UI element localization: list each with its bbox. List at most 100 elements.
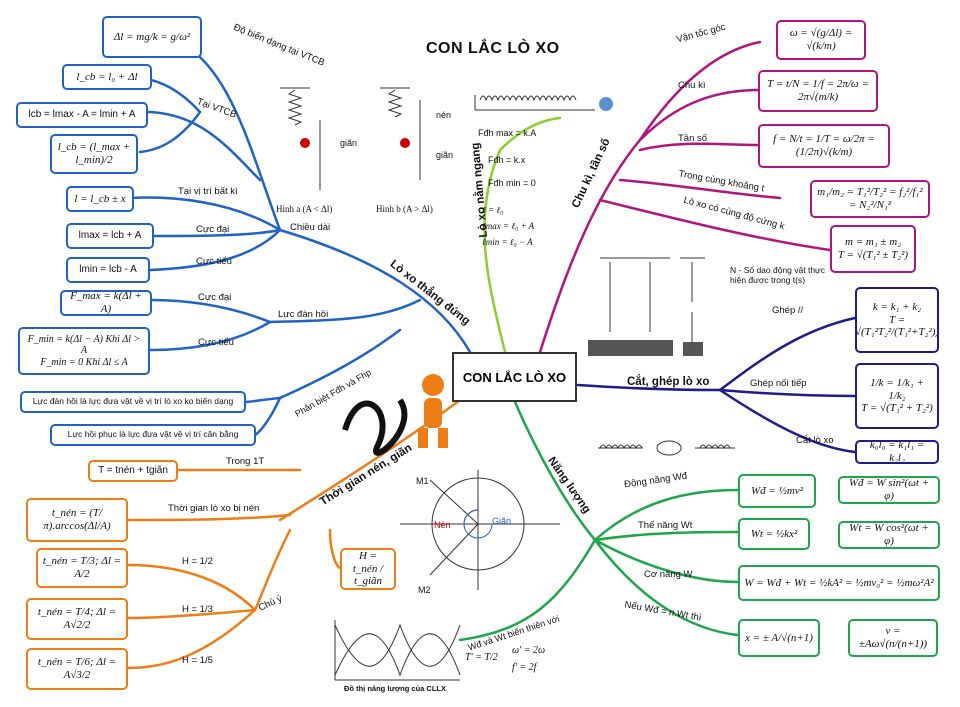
formula-fmin-line1: F_min = k(Δl − A) Khi Δl > A bbox=[27, 333, 141, 357]
formula-H: H = t_nén / t_giãn bbox=[340, 548, 396, 590]
label-cycle: Trong 1T bbox=[226, 456, 265, 467]
green-trunk bbox=[513, 400, 597, 542]
navy-trunk bbox=[576, 383, 722, 392]
note-N: N - Số dao động vật thực hiện được trong… bbox=[730, 265, 825, 285]
formula-same-t: m₁/m₂ = T₁²/T₂² = f₂²/f₁² = N₂²/N₁² bbox=[810, 180, 930, 218]
formula-series: 1/k = 1/k₁ + 1/k₂ T = √(T₁² + T₂²) bbox=[855, 363, 939, 429]
page-title: CON LẮC LÒ XO bbox=[426, 40, 560, 57]
formula-fmax: F_max = k(Δl + A) bbox=[60, 290, 152, 316]
formula-any: l = l_cb ± x bbox=[66, 186, 134, 212]
central-node: CON LẮC LÒ XO bbox=[452, 352, 577, 402]
formula-mech: W = Wđ + Wt = ½kA² = ½mv₀² = ½mω²A² bbox=[738, 565, 940, 601]
circle-m1: M1 bbox=[416, 476, 429, 486]
formula-f: f = N/t = 1/T = ω/2π = (1/2π)√(k/m) bbox=[758, 124, 890, 168]
formula-fmin-line2: F_min = 0 Khi Δl ≤ A bbox=[40, 356, 128, 368]
fig-a-caption: Hình a (A < Δl) bbox=[276, 204, 333, 214]
label-length: Chiều dài bbox=[290, 222, 331, 233]
formula-lmax: lmax = lcb + A bbox=[66, 223, 154, 249]
formula-var3: f' = 2f bbox=[512, 662, 537, 673]
orange-to-note bbox=[253, 528, 292, 612]
blue-to-fdh bbox=[243, 396, 282, 404]
blue-to-vtcb bbox=[138, 110, 262, 182]
circle-m2: M2 bbox=[418, 585, 431, 595]
label-parallel: Ghép // bbox=[772, 305, 804, 316]
formula-series-line2: T = √(T₁² + T₂²) bbox=[861, 402, 933, 415]
formula-h3: t_nén = T/6; Δl = A√3/2 bbox=[26, 648, 128, 690]
formula-deform: Δl = mg/k = g/ω² bbox=[102, 16, 202, 58]
navy-to-par bbox=[718, 316, 857, 392]
orange-to-comp bbox=[126, 513, 292, 522]
fig-a-gian: giãn bbox=[340, 138, 358, 148]
navy-to-ser bbox=[718, 388, 857, 398]
graph-title: Đồ thị năng lượng của CLLX bbox=[344, 684, 447, 693]
circle-gian: Giãn bbox=[492, 516, 512, 526]
label-fmax: Cực đại bbox=[198, 292, 232, 303]
label-comp: Thời gian lò xo bị nén bbox=[168, 503, 260, 514]
label-max: Cực đại bbox=[196, 224, 230, 235]
label-mech: Cơ năng W bbox=[644, 569, 693, 580]
fig-b-gian: giãn bbox=[436, 150, 454, 160]
magenta-to-T bbox=[638, 88, 762, 142]
horiz-f5: ℓmax = ℓ₀ + A bbox=[482, 221, 535, 231]
magenta-to-samek bbox=[598, 198, 832, 252]
label-elastic: Lực đàn hồi bbox=[278, 309, 329, 320]
formula-lcb3: l_cb = (l_max + l_min)/2 bbox=[50, 134, 138, 174]
horiz-f1: Fđh max = k.A bbox=[478, 128, 537, 138]
formula-same-k-line2: T = √(T₁² ± T₂²) bbox=[837, 249, 909, 261]
blue-to-length bbox=[148, 228, 282, 238]
blue-to-lmin bbox=[148, 228, 282, 272]
branch-label-cut: Cắt, ghép lò xo bbox=[627, 376, 710, 388]
orange-to-h2 bbox=[126, 608, 257, 620]
formula-same-k-line1: m = m₁ ± m₂ bbox=[845, 236, 901, 249]
magenta-trunk bbox=[538, 138, 642, 354]
label-T: Chu kì bbox=[678, 80, 706, 91]
formula-T: T = t/N = 1/f = 2π/ω = 2π√(m/k) bbox=[758, 70, 878, 112]
formula-pot2: Wt = W cos²(ωt + φ) bbox=[838, 521, 940, 549]
formula-same-k: m = m₁ ± m₂ T = √(T₁² ± T₂²) bbox=[830, 225, 916, 273]
label-pot: Thế năng Wt bbox=[638, 520, 693, 531]
horiz-f4: ℓ = ℓ₀ bbox=[482, 205, 504, 215]
formula-parallel: k = k₁ + k₂ T = √(T₁²T₂²/(T₁²+T₂²)) bbox=[855, 287, 939, 353]
magenta-to-f bbox=[638, 142, 762, 152]
green-to-kin bbox=[593, 488, 740, 542]
formula-parallel-line1: k = k₁ + k₂ bbox=[872, 301, 922, 314]
formula-h1: t_nén = T/3; Δl = A/2 bbox=[36, 548, 128, 588]
label-any: Tại vị trí bất kì bbox=[178, 186, 238, 197]
green-to-var bbox=[458, 538, 597, 642]
text-fhp: Lực hồi phục là lực đưa vật về vị trí câ… bbox=[50, 424, 256, 446]
formula-fmin: F_min = k(Δl − A) Khi Δl > A F_min = 0 K… bbox=[18, 327, 150, 375]
label-min: Cực tiểu bbox=[196, 256, 232, 267]
formula-omega: ω = √(g/Δl) = √(k/m) bbox=[776, 20, 866, 60]
horiz-f3: Fđh min = 0 bbox=[488, 178, 536, 188]
horiz-f2: Fđh = k.x bbox=[488, 155, 526, 165]
fig-b-caption: Hình b (A > Δl) bbox=[376, 204, 433, 214]
blue-to-lcb3 bbox=[138, 110, 202, 154]
fig-b-nen: nén bbox=[436, 110, 452, 120]
blue-to-fmax bbox=[148, 298, 272, 324]
label-h3: H = 1/5 bbox=[182, 655, 213, 666]
formula-lcb1: l_cb = l₀ + Δl bbox=[62, 64, 152, 90]
blue-trunk bbox=[278, 228, 472, 354]
label-f: Tần số bbox=[678, 133, 708, 144]
green-to-mech bbox=[593, 538, 740, 584]
label-fmin: Cực tiểu bbox=[198, 337, 234, 348]
formula-var1: T' = T/2 bbox=[465, 652, 498, 663]
orange-to-H bbox=[328, 528, 342, 570]
formula-lcb2: lcb = lmax - A = lmin + A bbox=[16, 102, 148, 128]
formula-var2: ω' = 2ω bbox=[512, 645, 546, 656]
label-h1: H = 1/2 bbox=[182, 556, 213, 567]
magenta-to-samet bbox=[618, 178, 782, 200]
circle-nen: Nén bbox=[434, 520, 451, 530]
blue-to-dist bbox=[278, 328, 402, 400]
lime-to-f1 bbox=[498, 116, 562, 152]
formula-kin: Wđ = ½mv² bbox=[738, 474, 816, 508]
blue-to-deform bbox=[168, 36, 282, 232]
formula-pot: Wt = ½kx² bbox=[738, 518, 810, 550]
horiz-f6: ℓmin = ℓ₀ − A bbox=[482, 237, 533, 247]
blue-to-fhp bbox=[253, 396, 282, 437]
green-to-pot bbox=[593, 530, 740, 542]
blue-to-any bbox=[128, 196, 282, 232]
magenta-to-omega bbox=[638, 40, 762, 142]
